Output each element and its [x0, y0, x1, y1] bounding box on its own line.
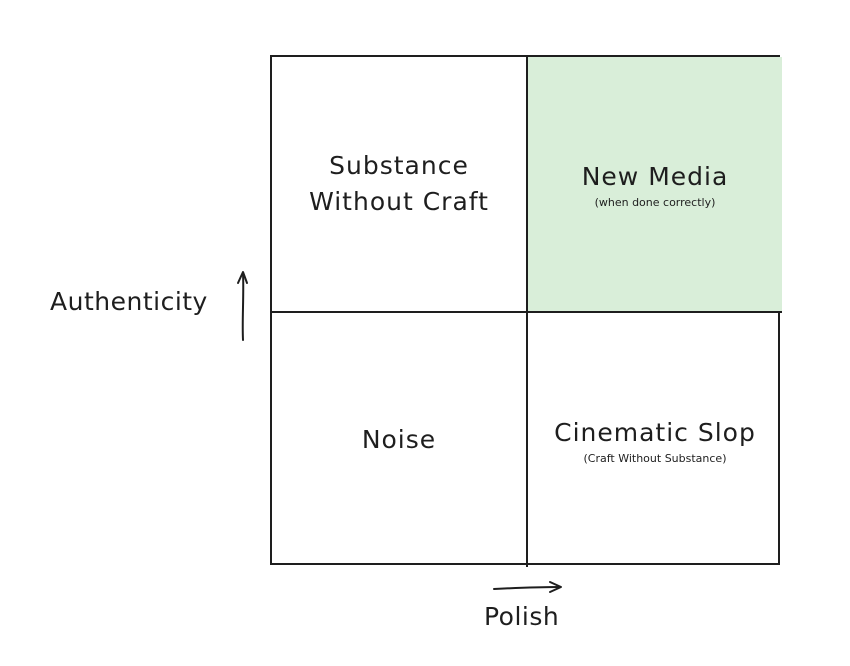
quadrant-top-left: Substance Without Craft	[272, 57, 527, 312]
quadrant-subtitle: (when done correctly)	[594, 195, 716, 209]
arrow-up-icon	[237, 271, 248, 341]
x-axis-label: Polish	[484, 602, 560, 631]
quadrant-top-right: New Media (when done correctly)	[527, 57, 782, 312]
arrow-right-icon	[493, 581, 562, 593]
quadrant-title: Cinematic Slop	[554, 417, 756, 447]
quadrant-bottom-right: Cinematic Slop (Craft Without Substance)	[527, 312, 782, 567]
quadrant-title: Noise	[361, 425, 437, 454]
quadrant-title: Substance Without Craft	[309, 151, 489, 216]
quadrant-bottom-left: Noise	[272, 312, 527, 567]
y-axis-label: Authenticity	[50, 287, 208, 316]
quadrant-title: New Media	[581, 161, 729, 191]
quadrant-grid: Substance Without Craft New Media (when …	[270, 55, 782, 567]
quadrant-subtitle: (Craft Without Substance)	[583, 451, 727, 465]
